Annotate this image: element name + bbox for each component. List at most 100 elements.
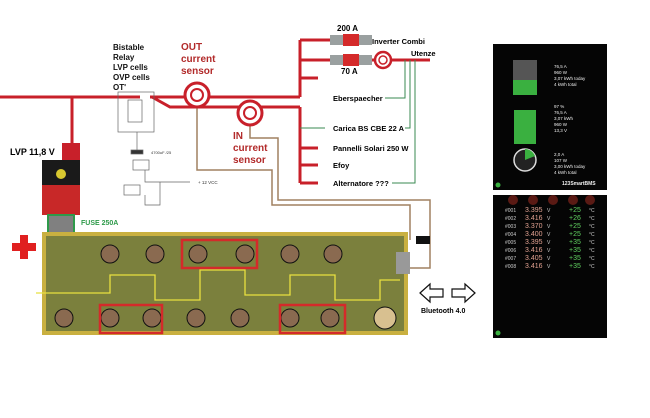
utenze-label: Utenze (411, 49, 436, 58)
cell-value: +25 (569, 231, 581, 238)
cell-row: #007 3.405 V +35 °C (505, 255, 599, 263)
relay-line: OVP cells (113, 73, 150, 82)
fuse-70a-label: 70 A (341, 67, 358, 76)
relay-line: Relay (113, 53, 135, 62)
cell-value: °C (589, 232, 595, 238)
cell-value: V (547, 264, 551, 270)
cell-value: 3.370 (525, 223, 543, 230)
cell-value: +25 (569, 207, 581, 214)
supply-label: + 12 VCC (198, 180, 218, 185)
cell-value: 3.416 (525, 215, 543, 222)
in-sensor-text: current (233, 143, 268, 154)
battery-readout: 97 % 76,5 A 3,07 kWh 960 W 13,3 V (554, 104, 573, 134)
utenze-sensor (373, 50, 393, 70)
minus-icon (416, 236, 430, 244)
cell-value: V (547, 216, 551, 222)
cell-row: #001 3.395 V +25 °C (505, 207, 599, 215)
in-sensor-label: IN current sensor (233, 131, 267, 167)
cell-value: 3.395 (525, 207, 543, 214)
out-sensor-text: OUT (181, 42, 203, 53)
out-sensor-label: OUT current sensor (181, 42, 215, 78)
source-label: Carica BS CBE 22 A (333, 124, 405, 133)
fuse-200a (330, 34, 372, 46)
power-lines (0, 38, 430, 185)
out-sensor-text: current (181, 54, 216, 65)
cell-value: #002 (505, 216, 517, 222)
cell-row: #005 3.395 V +35 °C (505, 239, 599, 247)
readout-line: 3,07 kWh (554, 116, 574, 121)
signal-lines (196, 108, 431, 269)
cell-value: V (547, 208, 551, 214)
cell-value: +35 (569, 247, 581, 254)
cell-value: #003 (505, 224, 517, 230)
cell-value: 3.405 (525, 255, 543, 262)
relay-label: Bistable Relay LVP cells OVP cells OT' (113, 43, 150, 93)
source-label: Efoy (333, 161, 350, 170)
readout-line: 107 W (554, 158, 568, 163)
cell-value: V (547, 256, 551, 262)
cell-value: °C (589, 240, 595, 246)
out-current-sensor (183, 81, 211, 109)
feedback-lines (300, 60, 416, 184)
readout-line: 3,00 kWh today (554, 164, 586, 169)
cell-value: 3.416 (525, 247, 543, 254)
cell-value: °C (589, 248, 595, 254)
readout-line: 13,3 V (554, 128, 568, 133)
readout-line: 4 kWh total (554, 82, 577, 87)
cell-row: #008 3.416 V +35 °C (505, 263, 599, 271)
cell-value: V (547, 240, 551, 246)
fuse-200a-label: 200 A (337, 24, 359, 33)
battery-pack (36, 232, 410, 335)
cell-value: #008 (505, 264, 517, 270)
cell-value: °C (589, 256, 595, 262)
inverter-label: Inverter Combi (372, 37, 425, 46)
plus-icon (12, 235, 36, 259)
cell-value: °C (589, 208, 595, 214)
eberspaecher-label: Eberspaecher (333, 94, 383, 103)
solar-readout: 76,5 A 960 W 3,07 kWh today 4 kWh total (554, 64, 585, 88)
cell-value: 3.400 (525, 231, 543, 238)
cell-value: 3.395 (525, 239, 543, 246)
cell-value: +35 (569, 255, 581, 262)
out-sensor-text: sensor (181, 66, 214, 77)
cell-row: #004 3.400 V +25 °C (505, 231, 599, 239)
bluetooth-arrows-icon (419, 282, 476, 304)
in-current-sensor (236, 99, 264, 127)
cell-value: +35 (569, 263, 581, 270)
lvp-label: LVP 11,8 V (10, 147, 55, 157)
cell-value: #001 (505, 208, 517, 214)
cell-value: °C (589, 264, 595, 270)
readout-line: 97 % (554, 104, 565, 109)
readout-line: 960 W (554, 70, 568, 75)
brand-label: 123SmartBMS (562, 181, 596, 187)
source-label: Pannelli Solari 250 W (333, 144, 409, 153)
relay-line: OT' (113, 83, 127, 92)
source-label: Alternatore ??? (333, 179, 389, 188)
cell-value: #007 (505, 256, 517, 262)
load-readout: 2,0 A 107 W 3,00 kWh today 4 kWh total (554, 152, 585, 176)
cell-value: +35 (569, 239, 581, 246)
cell-value: 3.416 (525, 263, 543, 270)
cell-value: #004 (505, 232, 517, 238)
bluetooth-label: Bluetooth 4.0 (421, 308, 466, 315)
app-screen-dashboard (493, 44, 607, 190)
relay-line: Bistable (113, 43, 145, 52)
cell-row: #006 3.416 V +35 °C (505, 247, 599, 255)
readout-line: 76,5 A (554, 110, 567, 115)
in-sensor-text: sensor (233, 155, 266, 166)
relay-line: LVP cells (113, 63, 148, 72)
cell-value: #006 (505, 248, 517, 254)
cell-value: +26 (569, 215, 581, 222)
in-sensor-text: IN (233, 131, 243, 142)
app-screen-cells (493, 195, 607, 338)
cell-value: +25 (569, 223, 581, 230)
fuse-main-label: FUSE 250A (81, 220, 119, 227)
cell-value: V (547, 232, 551, 238)
cell-value: V (547, 224, 551, 230)
cell-value: #005 (505, 240, 517, 246)
cell-value: V (547, 248, 551, 254)
